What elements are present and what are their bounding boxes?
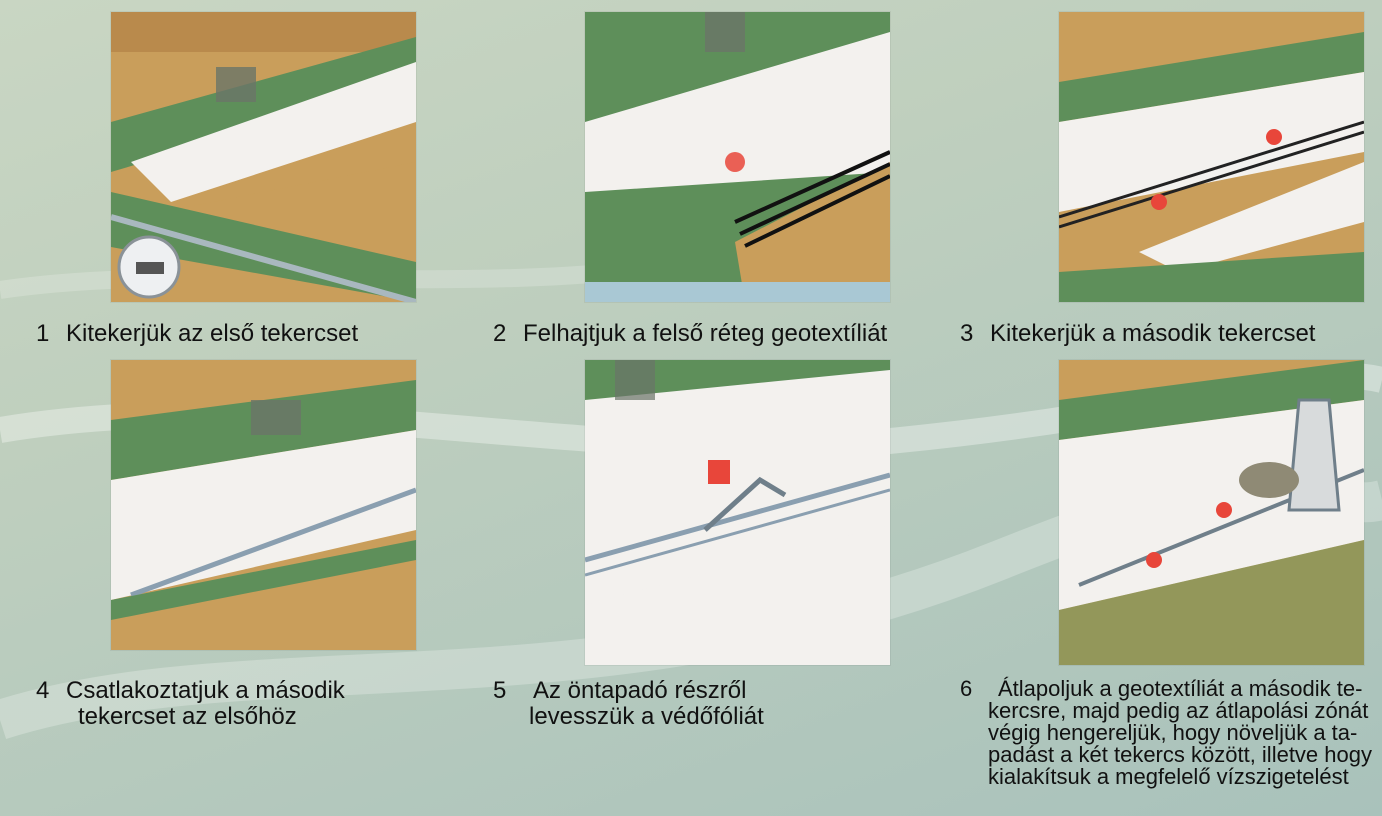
step-5-number: 5 [493,677,507,704]
step-4-caption: 4 Csatlakoztatjuk a második tekercset az… [36,678,345,730]
step-3-number: 3 [960,320,974,347]
step-1-image [111,12,416,302]
step-6-image [1059,360,1364,665]
step-6-line-3: végig hengereljük, hogy növeljük a ta- [988,720,1358,745]
step-2-number: 2 [493,320,507,347]
step-2-caption: 2 Felhajtjuk a felső réteg geotextíliát [493,322,887,346]
step-6-line-4: padást a két tekercs között, illetve hog… [988,742,1372,767]
step-5-line-2: levesszük a védőfóliát [529,703,764,730]
step-6-number: 6 [960,676,973,701]
step-6-line-1: Átlapoljuk a geotextíliát a második te- [998,676,1363,701]
step-1-caption: 1 Kitekerjük az első tekercset [36,322,358,346]
step-3-caption: 3 Kitekerjük a második tekercset [960,322,1315,346]
step-2-image [585,12,890,302]
step-4-line-1: Csatlakoztatjuk a második [66,677,345,704]
step-6-line-2: kercsre, majd pedig az átlapolási zónát [988,698,1369,723]
step-2-text: Felhajtjuk a felső réteg geotextíliát [523,320,888,347]
step-6-caption: 6 Átlapoljuk a geotextíliát a második te… [960,678,1372,788]
step-6-line-5: kialakítsuk a megfelelő vízszigetelést [988,764,1349,789]
step-1-text: Kitekerjük az első tekercset [66,320,359,347]
step-4-line-2: tekercset az elsőhöz [78,703,297,730]
step-4-image [111,360,416,650]
step-1-number: 1 [36,320,50,347]
step-5-caption: 5 Az öntapadó részről levesszük a védőfó… [493,678,764,730]
step-3-image [1059,12,1364,302]
step-5-line-1: Az öntapadó részről [533,677,747,704]
step-5-image [585,360,890,665]
step-4-number: 4 [36,677,50,704]
step-3-text: Kitekerjük a második tekercset [990,320,1316,347]
